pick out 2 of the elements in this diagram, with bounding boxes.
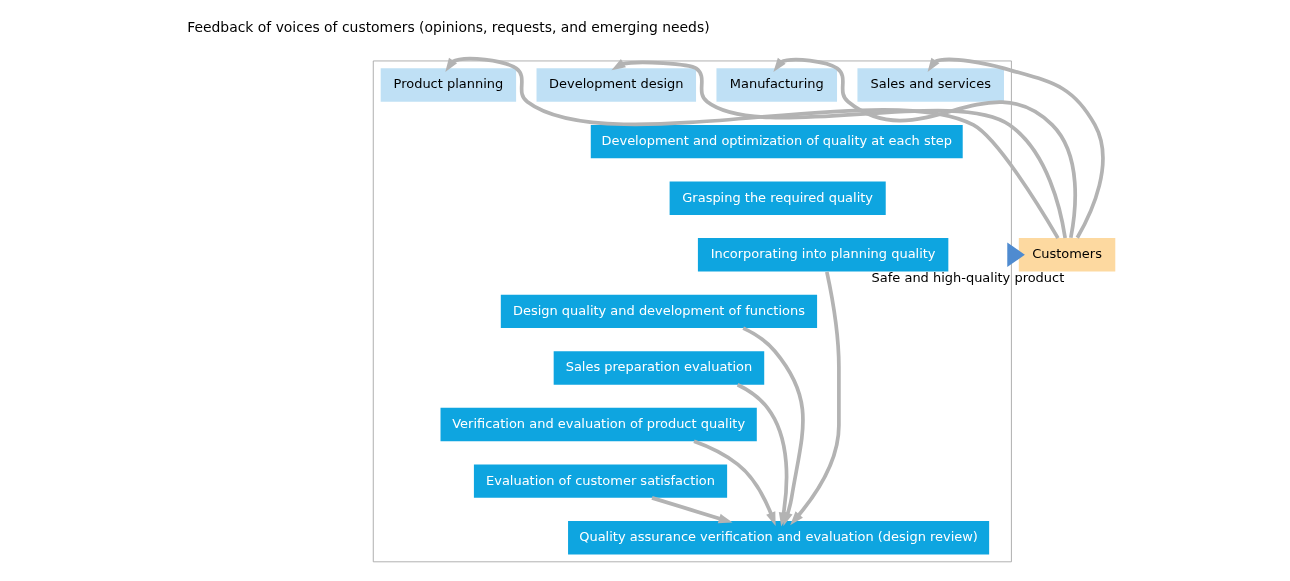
edge-label: Safe and high-quality product — [871, 269, 1064, 285]
label: Feedback of voices of customers (opinions, requests, and emerging needs) — [186, 18, 710, 35]
